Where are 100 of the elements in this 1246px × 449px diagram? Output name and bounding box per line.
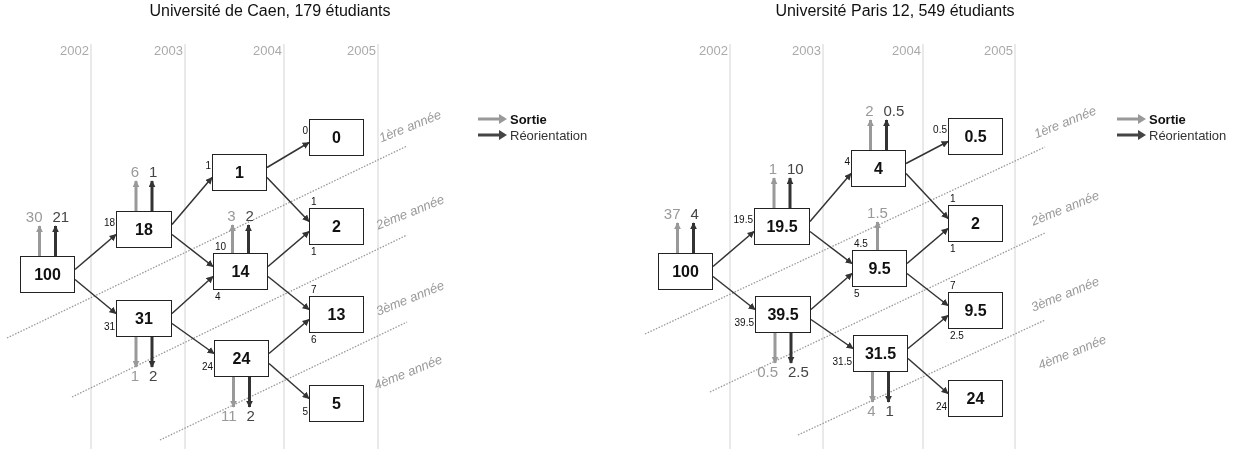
arrow bbox=[267, 230, 310, 268]
edge-label: 1 bbox=[950, 243, 956, 254]
year-label: 2004 bbox=[253, 44, 282, 58]
arrow bbox=[266, 176, 310, 223]
edge-label: 31.5 bbox=[832, 355, 852, 367]
year-label: 2002 bbox=[60, 44, 89, 58]
arrow bbox=[132, 337, 140, 368]
arrow bbox=[74, 233, 117, 271]
arrow bbox=[712, 275, 756, 311]
arrow bbox=[246, 377, 253, 408]
arrow bbox=[268, 318, 310, 355]
arrow bbox=[36, 225, 43, 256]
edge-label: 0.5 bbox=[933, 123, 947, 135]
arrow bbox=[148, 180, 156, 211]
arrow bbox=[906, 272, 949, 307]
edge-label: 1.5 bbox=[867, 205, 888, 221]
arrow bbox=[245, 224, 252, 253]
value-box: 31 bbox=[116, 300, 172, 337]
edge-label: 0.5 bbox=[757, 364, 778, 380]
arrow bbox=[690, 222, 697, 253]
legend-label: Réorientation bbox=[510, 128, 588, 143]
arrow bbox=[52, 225, 59, 256]
arrow bbox=[267, 275, 310, 311]
edge-label: 2.5 bbox=[788, 364, 809, 380]
edge-label: 2 bbox=[246, 408, 255, 424]
arrow bbox=[712, 230, 755, 268]
edge-label: 1 bbox=[205, 159, 211, 171]
arrow bbox=[906, 227, 949, 265]
arrow bbox=[171, 275, 214, 315]
edge-label: 11 bbox=[220, 408, 237, 424]
arrow bbox=[810, 318, 854, 350]
arrow bbox=[132, 180, 140, 211]
edge-label: 2 bbox=[865, 103, 874, 119]
year-level-label: 1ère année bbox=[376, 106, 444, 146]
arrow bbox=[907, 314, 949, 350]
value-box: 31.5 bbox=[853, 335, 908, 372]
edge-label: 4 bbox=[844, 155, 850, 167]
year-level-label: 3ème année bbox=[373, 277, 447, 319]
year-label: 2003 bbox=[154, 44, 183, 58]
year-label: 2002 bbox=[699, 44, 728, 58]
edge-label: 2.5 bbox=[950, 330, 964, 341]
edge-label: 0 bbox=[302, 124, 308, 136]
value-box: 2 bbox=[309, 208, 364, 245]
value-box: 24 bbox=[214, 340, 269, 377]
year-level-label: 4ème année bbox=[1035, 331, 1109, 373]
value-box: 1 bbox=[212, 154, 267, 191]
edge-label: 37 bbox=[663, 206, 681, 222]
arrow bbox=[266, 141, 310, 169]
edge-label: 18 bbox=[103, 216, 115, 228]
edge-label: 31 bbox=[103, 320, 115, 332]
arrow bbox=[230, 377, 237, 408]
arrow bbox=[907, 357, 949, 395]
year-level-label: 1ère année bbox=[1031, 102, 1099, 142]
edge-label: 6 bbox=[130, 164, 139, 180]
edge-label: 1 bbox=[768, 161, 777, 177]
edge-label: 5 bbox=[302, 405, 308, 417]
edge-label: 21 bbox=[52, 209, 70, 225]
edge-label: 4.5 bbox=[854, 238, 868, 249]
arrow bbox=[883, 119, 890, 150]
arrow bbox=[874, 221, 881, 250]
edge-label: 6 bbox=[311, 334, 317, 345]
year-label: 2004 bbox=[892, 44, 921, 58]
arrow bbox=[148, 337, 156, 368]
edge-label: 1 bbox=[149, 164, 158, 180]
edge-label: 1 bbox=[311, 246, 317, 257]
edge-label: 1 bbox=[885, 403, 894, 419]
arrow bbox=[905, 172, 949, 220]
panel-title: Université de Caen, 179 étudiants bbox=[149, 1, 391, 21]
arrow bbox=[771, 333, 779, 364]
edge-label: 24 bbox=[201, 360, 213, 372]
year-label: 2005 bbox=[347, 44, 376, 58]
arrow bbox=[171, 176, 213, 226]
year-label: 2005 bbox=[984, 44, 1013, 58]
arrow bbox=[885, 372, 892, 403]
arrow bbox=[674, 222, 681, 253]
legend-label: Réorientation bbox=[1149, 128, 1227, 143]
value-box: 13 bbox=[309, 296, 364, 333]
value-box: 14 bbox=[213, 253, 268, 290]
edge-label: 24 bbox=[935, 400, 947, 412]
arrow bbox=[810, 272, 853, 311]
arrow bbox=[787, 333, 795, 364]
edge-label: 2 bbox=[149, 368, 158, 384]
edge-label: 2 bbox=[245, 208, 254, 224]
value-box: 100 bbox=[658, 253, 713, 290]
value-box: 5 bbox=[309, 385, 364, 422]
legend-label: Sortie bbox=[510, 112, 547, 127]
year-label: 2003 bbox=[792, 44, 821, 58]
edge-label: 1 bbox=[950, 193, 956, 204]
value-box: 9.5 bbox=[948, 292, 1003, 329]
legend-label: Sortie bbox=[1149, 112, 1186, 127]
year-level-label: 2ème année bbox=[1028, 187, 1102, 229]
value-box: 19.5 bbox=[754, 208, 810, 245]
edge-label: 3 bbox=[227, 208, 236, 224]
arrow bbox=[809, 230, 853, 265]
arrow bbox=[770, 177, 778, 208]
year-level-label: 2ème année bbox=[373, 191, 447, 233]
arrow bbox=[869, 372, 876, 403]
value-box: 18 bbox=[116, 211, 172, 248]
value-box: 2 bbox=[948, 205, 1003, 242]
value-box: 0.5 bbox=[948, 118, 1003, 155]
